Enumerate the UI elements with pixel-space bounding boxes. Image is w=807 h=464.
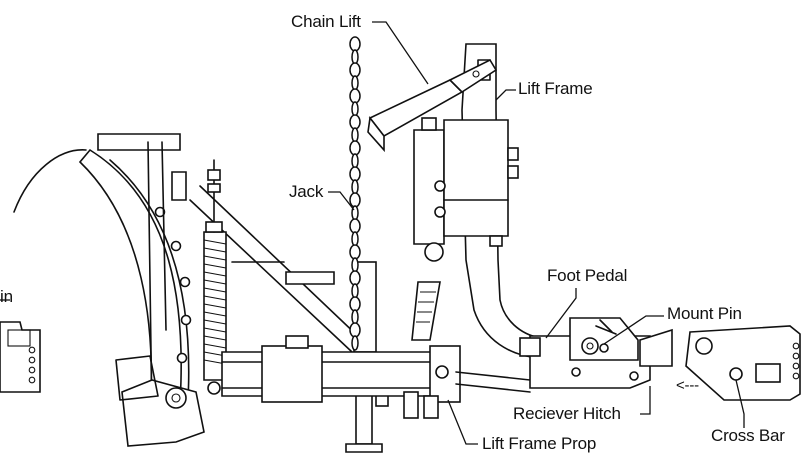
chain-link — [351, 335, 359, 351]
direction-arrow: <--- — [676, 377, 699, 394]
lift-frame-prop — [221, 281, 531, 419]
lift-chain — [349, 36, 361, 351]
label-lift-frame-prop: Lift Frame Prop — [482, 434, 597, 453]
chain-link — [349, 296, 361, 312]
label-lift-frame: Lift Frame — [518, 79, 593, 98]
label-mount-pin: Mount Pin — [667, 304, 742, 323]
leader-lines — [0, 21, 745, 445]
label-jack: Jack — [289, 182, 324, 201]
chain-link — [351, 153, 359, 169]
cross-bar-plate — [685, 325, 801, 401]
chain-link — [349, 322, 361, 338]
chain-link — [351, 231, 359, 247]
a-frame — [189, 159, 363, 395]
chain-link — [349, 166, 361, 182]
chain-link — [349, 270, 361, 286]
hitch-head — [519, 317, 673, 389]
chain-link — [351, 101, 359, 117]
chain-link — [349, 244, 361, 260]
chain-link — [351, 309, 359, 325]
chain-link — [351, 49, 359, 65]
label-foot-pedal: Foot Pedal — [547, 266, 628, 285]
chain-link — [349, 36, 361, 52]
chain-link — [349, 218, 361, 234]
chain-link — [351, 179, 359, 195]
chain-link — [349, 88, 361, 104]
label-chain-lift: Chain Lift — [291, 12, 361, 31]
plow-moldboard — [13, 133, 205, 447]
chain-link — [351, 257, 359, 273]
chain-link — [349, 114, 361, 130]
chain-link — [351, 283, 359, 299]
label-cross-bar: Cross Bar — [711, 426, 785, 445]
chain-link — [349, 140, 361, 156]
label-partial-left: in — [0, 287, 13, 306]
label-reciever-hitch: Reciever Hitch — [513, 404, 621, 423]
left-mount-bracket — [0, 321, 41, 393]
chain-link — [351, 127, 359, 143]
chain-link — [351, 75, 359, 91]
chain-link — [349, 192, 361, 208]
lift-frame — [367, 43, 541, 359]
chain-link — [349, 62, 361, 78]
